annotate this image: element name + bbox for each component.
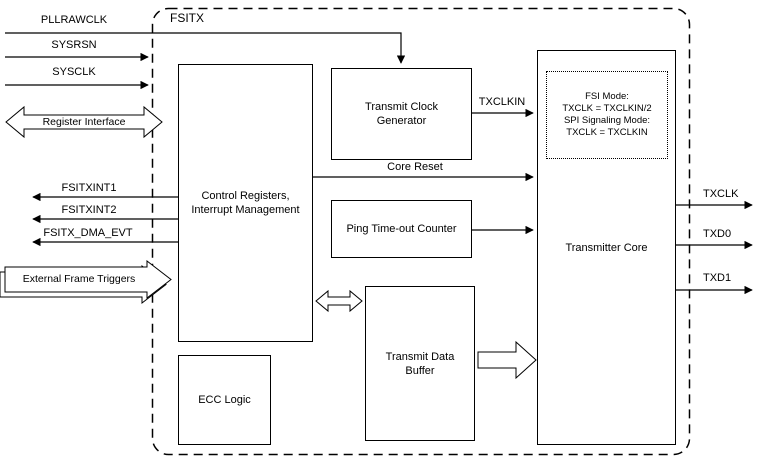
txd1-label: TXD1 <box>703 272 732 284</box>
core-reset-label: Core Reset <box>387 161 443 173</box>
diagram-title: FSITX <box>170 11 205 25</box>
module-boundary-dashed-border <box>151 7 691 456</box>
sysclk-label: SYSCLK <box>52 66 96 78</box>
register-interface-bidirectional-arrow <box>5 105 163 139</box>
fsitxint1-label: FSITXINT1 <box>61 182 117 194</box>
block-control-registers-label-line1: Control Registers, <box>201 190 290 202</box>
mode-note-line3: SPI Signaling Mode: <box>563 115 651 126</box>
block-transmitter-core: FSI Mode: TXCLK = TXCLKIN/2 SPI Signalin… <box>537 50 676 445</box>
block-ping-timeout-counter: Ping Time-out Counter <box>331 200 472 258</box>
sysrsn-label: SYSRSN <box>51 39 97 51</box>
txclk-label: TXCLK <box>703 188 739 200</box>
external-frame-triggers-arrow <box>4 259 172 300</box>
block-transmit-clock-generator: Transmit Clock Generator <box>331 68 472 160</box>
control-buffer-bidirectional-arrow <box>315 289 363 313</box>
block-transmit-data-buffer-label-line2: Buffer <box>405 364 435 377</box>
block-ecc-logic: ECC Logic <box>178 355 271 445</box>
register-interface-label: Register Interface <box>42 116 126 128</box>
block-control-registers: Control Registers, Interrupt Management <box>178 64 313 342</box>
block-transmit-data-buffer: Transmit Data Buffer <box>365 286 475 441</box>
fsitx-dma-evt-label: FSITX_DMA_EVT <box>43 227 133 239</box>
block-transmit-clock-generator-label-line2: Generator <box>376 115 427 127</box>
block-transmitter-core-label: Transmitter Core <box>565 241 648 254</box>
block-ecc-logic-label: ECC Logic <box>198 394 251 406</box>
pllrawclk-label: PLLRAWCLK <box>40 14 108 26</box>
buffer-to-core-arrow <box>477 340 537 380</box>
mode-note-line4: TXCLK = TXCLKIN <box>566 127 648 138</box>
block-transmit-data-buffer-label-line1: Transmit Data <box>385 350 455 363</box>
txclkin-label: TXCLKIN <box>478 96 526 108</box>
fsitxint2-label: FSITXINT2 <box>61 204 117 216</box>
block-transmit-clock-generator-label-line1: Transmit Clock <box>365 101 438 113</box>
mode-note-line1: FSI Mode: <box>585 91 629 102</box>
block-ping-timeout-counter-label: Ping Time-out Counter <box>346 223 457 235</box>
mode-note-line2: TXCLK = TXCLKIN/2 <box>562 103 652 114</box>
external-frame-triggers-label: External Frame Triggers <box>22 273 136 285</box>
block-control-registers-label-line2: Interrupt Management <box>191 204 300 216</box>
mode-note-box: FSI Mode: TXCLK = TXCLKIN/2 SPI Signalin… <box>546 71 668 159</box>
txd0-label: TXD0 <box>703 228 732 240</box>
pllrawclk-wire <box>5 32 406 64</box>
